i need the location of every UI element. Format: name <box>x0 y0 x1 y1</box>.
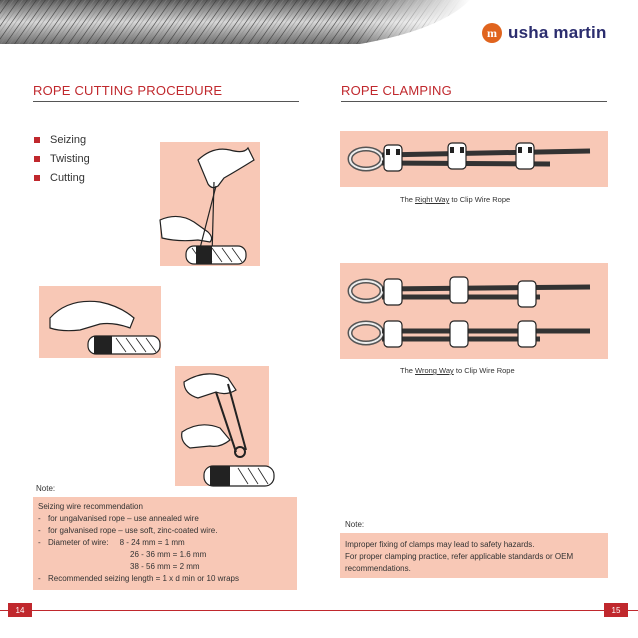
right-note-label: Note: <box>345 520 365 529</box>
clamping-note-box: Improper fixing of clamps may lead to sa… <box>340 533 608 578</box>
logo-text: usha martin <box>508 23 607 42</box>
page-number-left: 14 <box>8 603 32 617</box>
left-note-label: Note: <box>36 484 56 493</box>
note-heading: Seizing wire recommendation <box>38 502 143 511</box>
seizing-hands-illustration <box>159 146 255 265</box>
twisting-hands-illustration <box>49 300 161 355</box>
wrong-way-caption: The Wrong Way to Clip Wire Rope <box>400 366 515 375</box>
note-line: For proper clamping practice, refer appl… <box>345 552 574 573</box>
note-line: -for ungalvanised rope – use annealed wi… <box>38 514 199 523</box>
wire-rope-clamp-illustration <box>347 142 591 172</box>
list-item: Seizing <box>34 130 90 149</box>
cutting-steps-list: Seizing Twisting Cutting <box>34 130 90 187</box>
bullet-square-icon <box>34 155 40 162</box>
note-line: 26 - 36 mm = 1.6 mm <box>130 550 207 559</box>
left-title-rule <box>33 101 299 102</box>
note-line: -Recommended seizing length = 1 x d min … <box>38 574 239 583</box>
note-line: 38 - 56 mm = 2 mm <box>130 562 200 571</box>
note-line: -Diameter of wire: 8 - 24 mm = 1 mm <box>38 538 185 547</box>
wire-rope-clamp-illustration <box>347 276 591 348</box>
wire-rope-banner <box>0 0 470 44</box>
bullet-square-icon <box>34 136 40 143</box>
right-way-caption: The Right Way to Clip Wire Rope <box>400 195 511 204</box>
usha-martin-logo: m usha martin <box>482 18 607 48</box>
page-number-right: 15 <box>604 603 628 617</box>
list-item: Twisting <box>34 149 90 168</box>
rope-cutting-title: ROPE CUTTING PROCEDURE <box>33 83 223 98</box>
note-line: -for galvanised rope – use soft, zinc-co… <box>38 526 218 535</box>
rope-clamping-title: ROPE CLAMPING <box>341 83 452 98</box>
seizing-note-box: Seizing wire recommendation -for ungalva… <box>33 497 297 590</box>
note-line: Improper fixing of clamps may lead to sa… <box>345 540 535 549</box>
cutting-pliers-illustration <box>181 373 275 487</box>
footer-rule <box>0 610 638 611</box>
list-item: Cutting <box>34 168 90 187</box>
right-title-rule <box>341 101 607 102</box>
bullet-square-icon <box>34 174 40 181</box>
logo-mark-icon: m <box>482 23 502 43</box>
